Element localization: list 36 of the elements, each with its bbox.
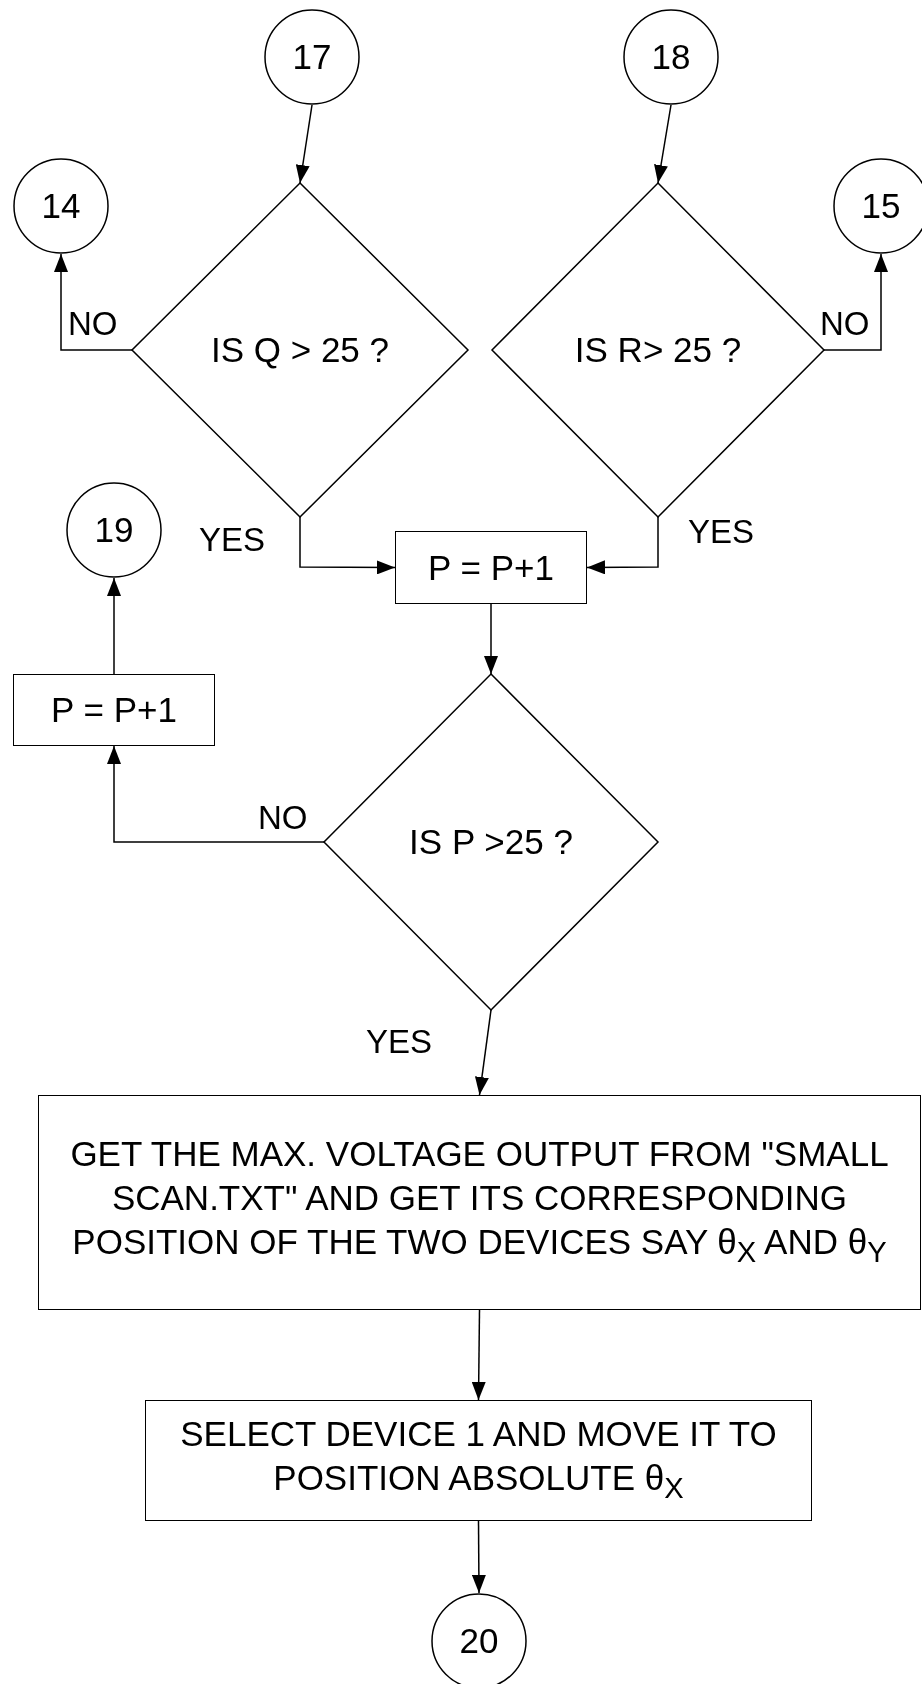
connector-circle bbox=[66, 482, 162, 578]
arrow bbox=[299, 516, 396, 575]
arrow bbox=[475, 1009, 492, 1096]
arrow bbox=[654, 104, 672, 184]
connector-number: 17 bbox=[292, 36, 332, 78]
connector-number: 15 bbox=[861, 185, 901, 227]
decision-diamond bbox=[132, 183, 468, 517]
decision-diamond bbox=[492, 183, 824, 517]
decision-diamond bbox=[324, 674, 658, 1010]
connector-circle bbox=[13, 158, 109, 254]
arrow bbox=[484, 603, 498, 675]
node-text: P = P+1 bbox=[428, 546, 554, 589]
node-text: IS R> 25 ? bbox=[574, 329, 742, 371]
arrow bbox=[823, 253, 888, 351]
connector-circle bbox=[264, 9, 360, 105]
process-box bbox=[38, 1095, 921, 1310]
process-box bbox=[145, 1400, 812, 1521]
process-box bbox=[395, 531, 587, 604]
arrow bbox=[586, 516, 659, 575]
connector-number: 14 bbox=[41, 185, 81, 227]
node-text: IS Q > 25 ? bbox=[211, 329, 389, 371]
connector-number: 18 bbox=[651, 36, 691, 78]
connector-number: 19 bbox=[94, 509, 134, 551]
node-text: P = P+1 bbox=[51, 689, 177, 731]
process-box bbox=[13, 674, 215, 746]
arrow bbox=[54, 253, 133, 351]
connector-circle bbox=[623, 9, 719, 105]
node-text: GET THE MAX. VOLTAGE OUTPUT FROM "SMALL SCAN.TXT" AND GET ITS CORRESPONDING POSITION OF THE TWO DEVICES SAY θ$_{X}$ AND θ$_{Y}$ bbox=[69, 1132, 890, 1270]
arrow bbox=[295, 104, 313, 184]
arrow bbox=[107, 577, 121, 675]
connector-number: 20 bbox=[459, 1620, 499, 1662]
node-text: SELECT DEVICE 1 AND MOVE IT TO POSITION ABSOLUTE θ$_{X}$ bbox=[179, 1412, 778, 1506]
node-text: IS P >25 ? bbox=[409, 821, 573, 863]
arrow bbox=[471, 1309, 486, 1401]
arrow bbox=[471, 1520, 486, 1594]
arrow bbox=[107, 745, 325, 843]
